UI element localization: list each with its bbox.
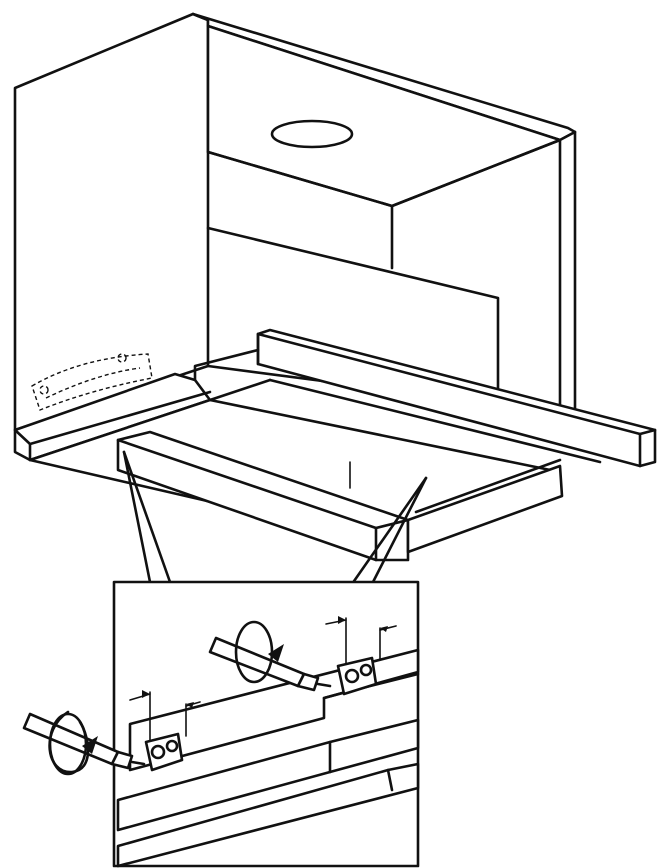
drawer-side-guide [406,464,564,554]
cabinet-right-side-panel [558,130,577,414]
rotate-clockwise-arrow-icon [234,620,284,684]
rotate-clockwise-arrow-icon [48,710,98,776]
hood-frame [13,328,657,468]
hidden-component-dashed [31,353,153,411]
cabinet-inner-divider [206,226,500,390]
screw-bracket-left [129,690,201,772]
screwdriver-icon [208,636,332,692]
screw-bracket-right [325,616,397,696]
telescopic-drawer [28,378,602,562]
inset-lower-rail [116,762,420,868]
screwdriver-icon [22,712,146,770]
cabinet-left-side-panel [13,12,210,432]
duct-opening [270,119,354,149]
detail-inset [112,580,420,868]
zoom-leader-lines [122,450,428,586]
wall-cabinet [13,12,577,432]
